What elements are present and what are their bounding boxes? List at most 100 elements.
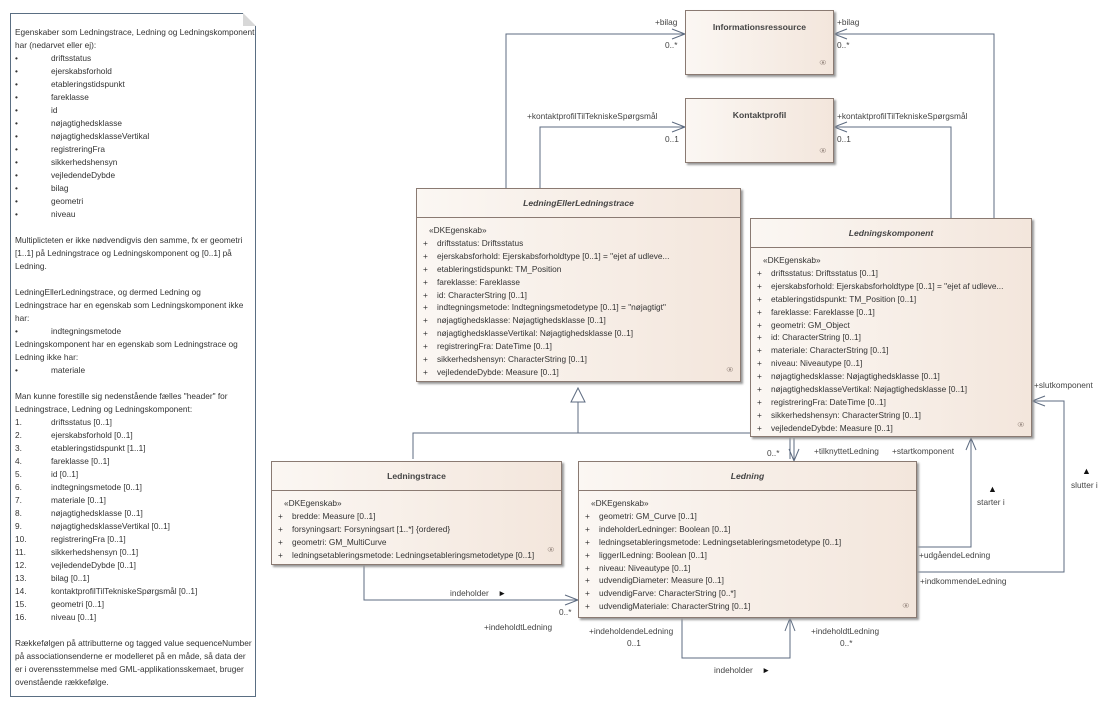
attribute-row[interactable]: +ledningsetableringsmetode: Ledningsetab… <box>278 549 561 562</box>
attribute-row[interactable]: +ledningsetableringsmetode: Ledningsetab… <box>585 536 916 549</box>
attribute-row[interactable]: +geometri: GM_Object <box>757 319 1031 332</box>
attribute-row[interactable]: + bredde: Measure [0..1] <box>278 510 561 523</box>
attribute-text: indtegningsmetode: Indtegningsmetodetype… <box>437 302 666 313</box>
assoc-name-label: indeholder <box>714 665 753 675</box>
chain-link-icon: ○-○ <box>902 600 910 610</box>
assoc-startkomponent <box>917 438 972 548</box>
attribute-text: fareklasse: Fareklasse <box>437 276 521 287</box>
role-label: +kontaktprofilTilTekniskeSpørgsmål <box>837 111 968 121</box>
role-label: +indeholdendeLedning <box>589 626 674 636</box>
class-ledning-eller-ledningstrace[interactable]: LedningEllerLedningstrace «DKEgenskab» +… <box>416 188 741 382</box>
visibility-public: + <box>278 510 283 521</box>
list-item: 3.etableringstidspunkt [1..1] <box>15 443 146 453</box>
class-ledning[interactable]: Ledning «DKEgenskab» +geometri: GM_Curve… <box>578 461 917 618</box>
chain-link-icon: ○-○ <box>819 57 827 67</box>
attribute-row[interactable]: +registreringFra: DateTime [0..1] <box>423 340 740 353</box>
attribute-row[interactable]: +fareklasse: Fareklasse <box>423 276 740 289</box>
list-item: 16.niveau [0..1] <box>15 612 97 622</box>
class-title: Ledningstrace <box>272 462 561 491</box>
visibility-public: + <box>757 358 762 369</box>
list-item: •etableringstidspunkt <box>15 79 125 89</box>
class-kontaktprofil[interactable]: Kontaktprofil ○-○ <box>685 98 834 163</box>
attribute-row[interactable]: +nøjagtighedsklasse: Nøjagtighedsklasse … <box>423 314 740 327</box>
assoc-bilag-left <box>505 33 685 188</box>
attribute-row[interactable]: +vejledendeDybde: Measure [0..1] <box>757 422 1031 435</box>
attribute-row[interactable]: +ejerskabsforhold: Ejerskabsforholdtype … <box>423 250 740 263</box>
attribute-row[interactable]: +udvendigDiameter: Measure [0..1] <box>585 574 916 587</box>
attribute-row[interactable]: +nøjagtighedsklasseVertikal: Nøjagtighed… <box>757 383 1031 396</box>
attribute-text: sikkerhedshensyn: CharacterString [0..1] <box>771 409 921 420</box>
visibility-public: + <box>278 536 283 547</box>
attribute-row[interactable]: + etableringstidspunkt: TM_Position [0..1… <box>757 293 1031 306</box>
attribute-row[interactable]: +id: CharacterString [0..1] <box>757 331 1031 344</box>
visibility-public: + <box>585 562 590 573</box>
role-label: +tilknyttetLedning <box>814 446 879 456</box>
class-informationsressource[interactable]: Informationsressource ○-○ <box>685 10 834 75</box>
stereotype: «DKEgenskab» <box>763 255 821 265</box>
direction-arrow-icon: ▲ <box>988 484 997 494</box>
visibility-public: + <box>757 371 762 382</box>
attribute-row[interactable]: +id: CharacterString [0..1] <box>423 289 740 302</box>
attribute-text: fareklasse: Fareklasse [0..1] <box>771 306 875 317</box>
attribute-row[interactable]: +sikkerhedshensyn: CharacterString [0..1… <box>423 353 740 366</box>
note-box: Egenskaber som Ledningstrace, Ledning og… <box>10 13 256 697</box>
attribute-text: nøjagtighedsklasse: Nøjagtighedsklasse [… <box>437 315 606 326</box>
visibility-public: + <box>423 341 428 352</box>
role-label: +indeholdtLedning <box>484 622 553 632</box>
role-label: +startkomponent <box>892 446 955 456</box>
attribute-row[interactable]: +forsyningsart: Forsyningsart [1..*] {or… <box>278 523 561 536</box>
attribute-row[interactable]: +udvendigFarve: CharacterString [0..*] <box>585 587 916 600</box>
attribute-row[interactable]: +materiale: CharacterString [0..1] <box>757 344 1031 357</box>
attribute-row[interactable]: +sikkerhedshensyn: CharacterString [0..1… <box>757 409 1031 422</box>
visibility-public: + <box>585 536 590 547</box>
list-item: •sikkerhedshensyn <box>15 157 118 167</box>
class-ledningskomponent[interactable]: Ledningskomponent «DKEgenskab» +driftsst… <box>750 218 1032 437</box>
attribute-text: ejerskabsforhold: Ejerskabsforholdtype [… <box>771 280 1004 291</box>
class-ledningstrace[interactable]: Ledningstrace «DKEgenskab» +bredde: Meas… <box>271 461 562 565</box>
attribute-text: liggerILedning: Boolean [0..1] <box>599 549 707 560</box>
attribute-row[interactable]: +geometri: GM_MultiCurve <box>278 536 561 549</box>
visibility-public: + <box>757 293 762 304</box>
attribute-row[interactable]: +ejerskabsforhold: Ejerskabsforholdtype … <box>757 280 1031 293</box>
common-properties-list: •driftsstatus•ejerskabsforhold•etablerin… <box>15 52 255 221</box>
attribute-row[interactable]: +niveau: Niveautype [0..1] <box>585 562 916 575</box>
attribute-row[interactable]: +registreringFra: DateTime [0..1] <box>757 396 1031 409</box>
attribute-list: +driftsstatus: Driftsstatus [0..1]+ejers… <box>757 267 1031 435</box>
attribute-row[interactable]: +udvendigMateriale: CharacterString [0..… <box>585 600 916 613</box>
role-label: +indeholdtLedning <box>811 626 880 636</box>
list-item: 6.indtegningsmetode [0..1] <box>15 482 142 492</box>
note-fold-icon <box>243 13 256 26</box>
attribute-row[interactable]: +vejledendeDybde: Measure [0..1] <box>423 366 740 379</box>
attribute-text: nøjagtighedsklasse: Nøjagtighedsklasse [… <box>771 371 940 382</box>
note-intro: Egenskaber som Ledningstrace, Ledning og… <box>15 27 255 50</box>
attribute-row[interactable]: +indeholderLedninger: Boolean [0..1] <box>585 523 916 536</box>
class-title: LedningEllerLedningstrace <box>417 189 740 218</box>
attribute-row[interactable]: + nøjagtighedsklasse: Nøjagtighedsklasse … <box>757 370 1031 383</box>
note-multiplicity: Multiplicteten er ikke nødvendigvis den … <box>15 235 243 271</box>
list-item: •bilag <box>15 183 69 193</box>
attribute-row[interactable]: +geometri: GM_Curve [0..1] <box>585 510 916 523</box>
attribute-row[interactable]: +driftsstatus: Driftsstatus [0..1] <box>757 267 1031 280</box>
attribute-text: sikkerhedshensyn: CharacterString [0..1] <box>437 354 587 365</box>
attribute-row[interactable]: +fareklasse: Fareklasse [0..1] <box>757 306 1031 319</box>
visibility-public: + <box>757 332 762 343</box>
attribute-text: driftsstatus: Driftsstatus <box>437 237 524 248</box>
attribute-text: driftsstatus: Driftsstatus [0..1] <box>771 267 878 278</box>
attribute-text: etableringstidspunkt: TM_Position [0..1] <box>771 293 917 304</box>
list-item: 4.fareklasse [0..1] <box>15 456 110 466</box>
attribute-row[interactable]: +driftsstatus: Driftsstatus <box>423 237 740 250</box>
generalization-line <box>412 402 579 459</box>
attribute-row[interactable]: +niveau: Niveautype [0..1] <box>757 357 1031 370</box>
class-title: Informationsressource <box>712 22 807 32</box>
list-item: •id <box>15 105 58 115</box>
multiplicity-label: 0..* <box>840 638 853 648</box>
attribute-row[interactable]: +nøjagtighedsklasseVertikal: Nøjagtighed… <box>423 327 740 340</box>
attribute-row[interactable]: +liggerILedning: Boolean [0..1] <box>585 549 916 562</box>
attribute-row[interactable]: +etableringstidspunkt: TM_Position <box>423 263 740 276</box>
attribute-text: bredde: Measure [0..1] <box>292 510 376 521</box>
visibility-public: + <box>423 328 428 339</box>
attribute-row[interactable]: +indtegningsmetode: Indtegningsmetodetyp… <box>423 301 740 314</box>
list-item: 5.id [0..1] <box>15 469 79 479</box>
multiplicity-label: 0..1 <box>665 134 679 144</box>
